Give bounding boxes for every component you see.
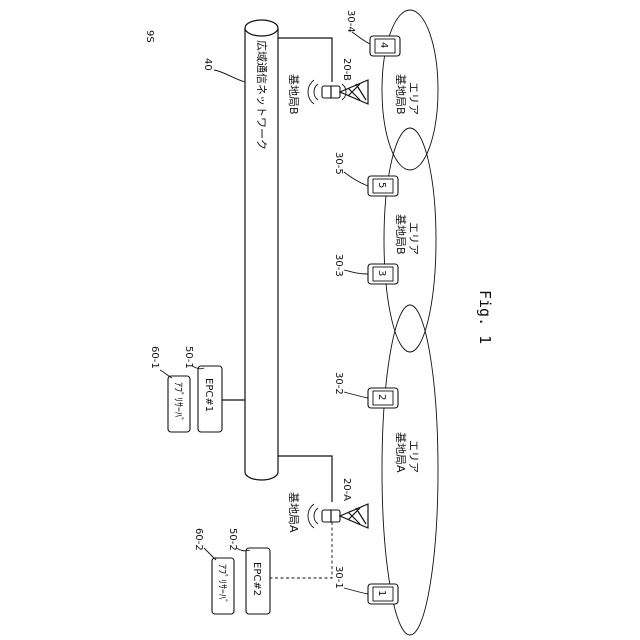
bs-a-label: 基地局A: [287, 492, 300, 533]
terminal-30-1-ref: 30-1: [333, 566, 344, 589]
figure-caption: Fig. 1: [476, 290, 494, 344]
terminal-30-5-ref: 30-5: [333, 152, 344, 175]
svg-text:基地局B: 基地局B: [394, 214, 407, 255]
bs-b-label: 基地局B: [287, 74, 300, 115]
base-station-a: [308, 504, 368, 528]
link-bs-a-epc2: [270, 522, 332, 578]
svg-text:3: 3: [376, 270, 387, 276]
svg-text:エリア: エリア: [407, 440, 420, 473]
terminal-30-4-ref: 30-4: [345, 10, 356, 33]
terminal-30-3-ref: 30-3: [333, 254, 344, 277]
bs-a-ref: 20-A: [341, 478, 352, 501]
terminal-30-3: 3: [368, 264, 398, 284]
svg-text:基地局B: 基地局B: [394, 74, 407, 115]
svg-text:基地局A: 基地局A: [394, 432, 407, 473]
app-server-60-2-ref: 60-2: [193, 528, 204, 551]
terminal-30-4: 4: [370, 36, 400, 56]
bs-b-ref: 20-B: [341, 58, 352, 81]
svg-text:4: 4: [378, 42, 389, 48]
area-b-top-label: 基地局B エリア: [394, 74, 420, 115]
epc1-ref: 50-1: [183, 346, 194, 369]
terminal-30-1: 1: [368, 584, 398, 604]
sheet-id: 9S: [144, 30, 155, 43]
app-server-60-2-label: ｱﾌﾟﾘｻｰﾊﾞ: [216, 564, 228, 604]
area-a-label: 基地局A エリア: [394, 432, 420, 473]
epc1-label: EPC#1: [203, 378, 214, 412]
svg-text:5: 5: [376, 182, 387, 188]
network-label: 広域通信ネットワーク: [255, 40, 268, 150]
epc2-ref: 50-2: [227, 528, 238, 551]
svg-text:エリア: エリア: [407, 82, 420, 115]
svg-text:1: 1: [376, 590, 387, 596]
terminal-30-2: 2: [368, 388, 398, 408]
epc2-label: EPC#2: [251, 562, 262, 596]
svg-text:エリア: エリア: [407, 222, 420, 255]
link-network-bs-a: [278, 456, 332, 502]
app-server-60-1-ref: 60-1: [149, 346, 160, 369]
svg-text:2: 2: [376, 394, 387, 400]
network-ref-leader: [214, 70, 245, 82]
terminal-30-5: 5: [368, 176, 398, 196]
app-server-60-1-label: ｱﾌﾟﾘｻｰﾊﾞ: [172, 382, 184, 422]
network-ref: 40: [202, 58, 213, 71]
link-network-bs-b: [278, 38, 332, 82]
base-station-b: [308, 80, 368, 104]
terminal-30-2-ref: 30-2: [333, 372, 344, 395]
area-b-middle-label: 基地局B エリア: [394, 214, 420, 255]
